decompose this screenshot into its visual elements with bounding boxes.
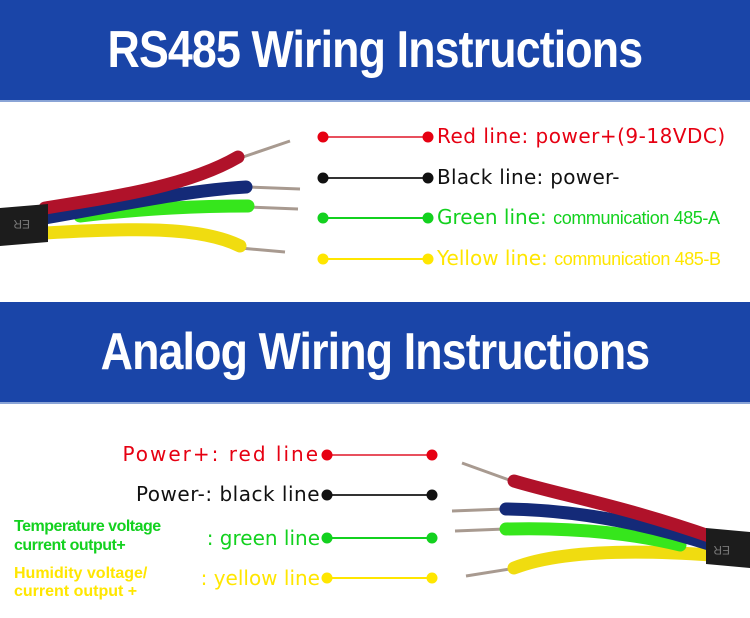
rs485-title: RS485 Wiring Instructions (107, 21, 644, 79)
dot-right (426, 572, 438, 584)
rs485-label-yellow: Yellow line: communication 485-B (437, 246, 721, 270)
rs485-blue-wire-tip (247, 185, 301, 191)
analog-blue-wire-tip (451, 507, 505, 513)
rs485-cable-sheath (0, 204, 48, 246)
analog-red-wire-tip (461, 461, 513, 483)
analog-green-wire (499, 522, 687, 552)
analog-cable-sheath (706, 528, 750, 568)
dot-right (422, 212, 434, 224)
rs485-label-black: Black line: power- (437, 165, 620, 189)
dot-left (317, 212, 329, 224)
analog-title: Analog Wiring Instructions (100, 323, 651, 381)
dot-right (426, 489, 438, 501)
analog-title-banner: Analog Wiring Instructions (0, 302, 750, 404)
rs485-yellow-wire (38, 223, 247, 253)
rs485-label-green: Green line: communication 485-A (437, 205, 720, 229)
analog-cable-illustration: ER (451, 461, 750, 578)
analog-connector-yellow (321, 572, 438, 584)
analog-signal-yellow: Humidity voltage/ current output + (14, 565, 148, 600)
analog-connector-green (321, 532, 438, 544)
analog-green-wire-tip (454, 527, 506, 533)
rs485-connector-red (317, 131, 434, 143)
analog-red-wire (507, 474, 719, 544)
rs485-cable-illustration: ER (0, 139, 301, 254)
dot-left (321, 532, 333, 544)
analog-blue-wire (499, 502, 719, 552)
dot-left (317, 131, 329, 143)
dot-left (321, 489, 333, 501)
dot-right (422, 131, 434, 143)
analog-label-red: Power+: red line (122, 442, 320, 466)
rs485-title-banner: RS485 Wiring Instructions (0, 0, 750, 102)
analog-label-black: Power-: black line (135, 482, 320, 506)
rs485-green-wire-tip (247, 205, 299, 211)
dot-right (422, 172, 434, 184)
analog-cable-marking: ER (713, 543, 730, 557)
dot-left (321, 572, 333, 584)
dot-left (317, 253, 329, 265)
dot-right (426, 532, 438, 544)
rs485-blue-wire (38, 180, 253, 225)
analog-yellow-wire-tip (465, 567, 511, 578)
rs485-yellow-wire-tip (239, 246, 286, 254)
rs485-cable-marking: ER (13, 217, 30, 231)
analog-yellow-wire (507, 545, 719, 575)
rs485-connector-black (317, 172, 434, 184)
dot-left (317, 172, 329, 184)
dot-left (321, 449, 333, 461)
analog-label-green: : green line (206, 526, 320, 550)
rs485-connector-green (317, 212, 434, 224)
dot-right (426, 449, 438, 461)
rs485-label-red: Red line: power+(9-18VDC) (437, 124, 726, 148)
analog-connector-red (321, 449, 438, 461)
dot-right (422, 253, 434, 265)
rs485-red-wire-tip (239, 139, 291, 160)
analog-connector-black (321, 489, 438, 501)
analog-signal-green: Temperature voltage current output+ (14, 518, 161, 554)
analog-label-yellow: : yellow line (200, 566, 320, 590)
rs485-connector-yellow (317, 253, 434, 265)
rs485-red-wire (38, 150, 245, 215)
